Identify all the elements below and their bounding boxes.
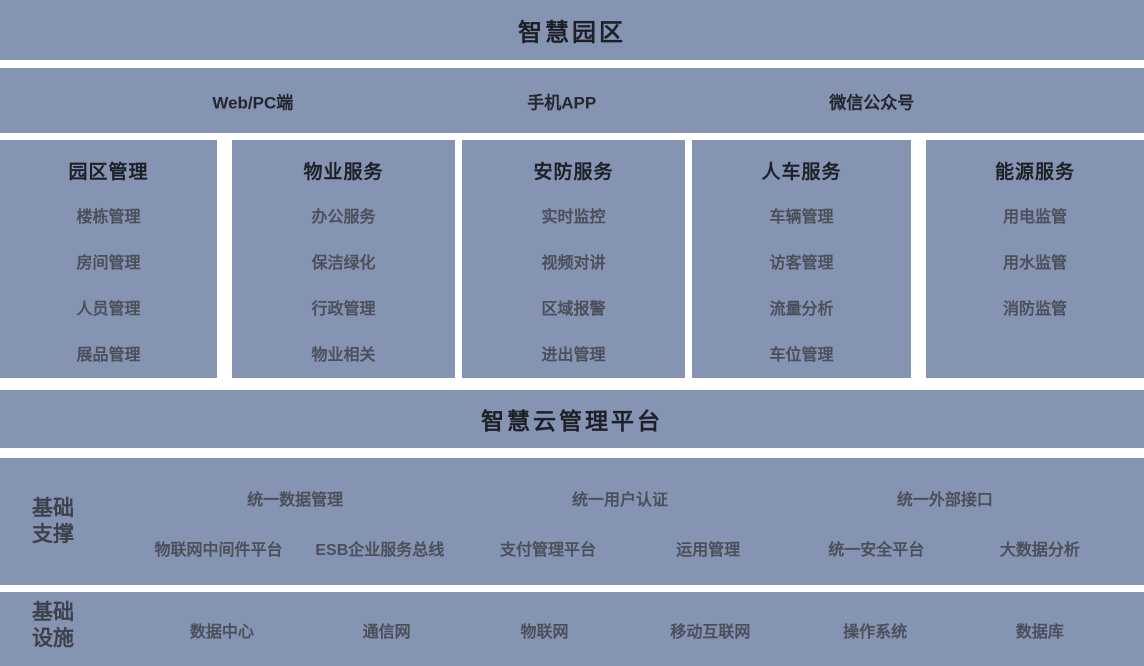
service-item: 楼栋管理 (76, 209, 141, 226)
cloud-platform-band: 智慧云管理平台 (0, 390, 1144, 448)
service-item: 访客管理 (769, 255, 834, 272)
service-item: 进出管理 (541, 347, 606, 364)
column-header: 安防服务 (533, 161, 614, 183)
title-band: 智慧园区 (0, 0, 1144, 60)
infra-item-database: 数据库 (1015, 624, 1064, 641)
service-item: 区域报警 (541, 301, 606, 318)
service-item: 消防监管 (1002, 301, 1067, 318)
support-item-unified-security: 统一安全平台 (828, 542, 925, 559)
support-layer-label: 基础支撑 (32, 497, 74, 547)
infra-item-communication-network: 通信网 (362, 624, 411, 641)
infra-item-operating-system: 操作系统 (843, 624, 908, 641)
support-item-unified-auth: 统一用户认证 (572, 492, 669, 509)
service-item: 保洁绿化 (311, 255, 376, 272)
service-item: 人员管理 (76, 301, 141, 318)
service-column-people-vehicle-service: 人车服务 车辆管理 访客管理 流量分析 车位管理 (692, 140, 911, 378)
infra-item-iot: 物联网 (520, 624, 569, 641)
service-item: 车位管理 (769, 347, 834, 364)
infra-item-mobile-internet: 移动互联网 (670, 624, 751, 641)
service-item: 车辆管理 (769, 209, 834, 226)
service-item: 用电监管 (1002, 209, 1067, 226)
service-columns-row: 园区管理 楼栋管理 房间管理 人员管理 展品管理 物业服务 办公服务 保洁绿化 … (0, 140, 1144, 378)
access-item-mobile-app: 手机APP (527, 93, 597, 112)
service-column-property-service: 物业服务 办公服务 保洁绿化 行政管理 物业相关 (232, 140, 455, 378)
service-item: 办公服务 (311, 209, 376, 226)
support-item-unified-external-api: 统一外部接口 (896, 492, 993, 509)
infrastructure-band: 基础设施 数据中心 通信网 物联网 移动互联网 操作系统 数据库 (0, 592, 1144, 666)
support-item-application-management: 运用管理 (676, 542, 741, 559)
service-item: 物业相关 (311, 347, 376, 364)
support-item-esb: ESB企业服务总线 (315, 542, 445, 559)
support-item-payment-platform: 支付管理平台 (499, 542, 596, 559)
column-header: 人车服务 (761, 161, 842, 183)
access-item-wechat: 微信公众号 (829, 93, 915, 112)
service-item: 流量分析 (769, 301, 834, 318)
service-item: 视频对讲 (541, 255, 606, 272)
access-item-webpc: Web/PC端 (212, 93, 294, 112)
column-header: 园区管理 (68, 161, 149, 183)
infrastructure-label: 基础设施 (32, 601, 74, 651)
service-item: 实时监控 (541, 209, 606, 226)
access-layer-band: Web/PC端 手机APP 微信公众号 (0, 68, 1144, 133)
support-item-iot-middleware: 物联网中间件平台 (154, 542, 283, 559)
service-item: 房间管理 (76, 255, 141, 272)
service-column-energy-service: 能源服务 用电监管 用水监管 消防监管 (926, 140, 1144, 378)
service-item: 展品管理 (76, 347, 141, 364)
service-column-park-management: 园区管理 楼栋管理 房间管理 人员管理 展品管理 (0, 140, 217, 378)
column-header: 能源服务 (994, 161, 1075, 183)
support-item-big-data-analysis: 大数据分析 (999, 542, 1080, 559)
service-item: 用水监管 (1002, 255, 1067, 272)
page-title: 智慧园区 (518, 19, 626, 47)
column-header: 物业服务 (303, 161, 384, 183)
support-layer-band: 基础支撑 统一数据管理 统一用户认证 统一外部接口 物联网中间件平台 ESB企业… (0, 458, 1144, 585)
service-column-security-service: 安防服务 实时监控 视频对讲 区域报警 进出管理 (462, 140, 685, 378)
service-item: 行政管理 (311, 301, 376, 318)
platform-title: 智慧云管理平台 (481, 408, 663, 434)
support-item-unified-data: 统一数据管理 (247, 492, 344, 509)
infra-item-data-center: 数据中心 (189, 624, 254, 641)
